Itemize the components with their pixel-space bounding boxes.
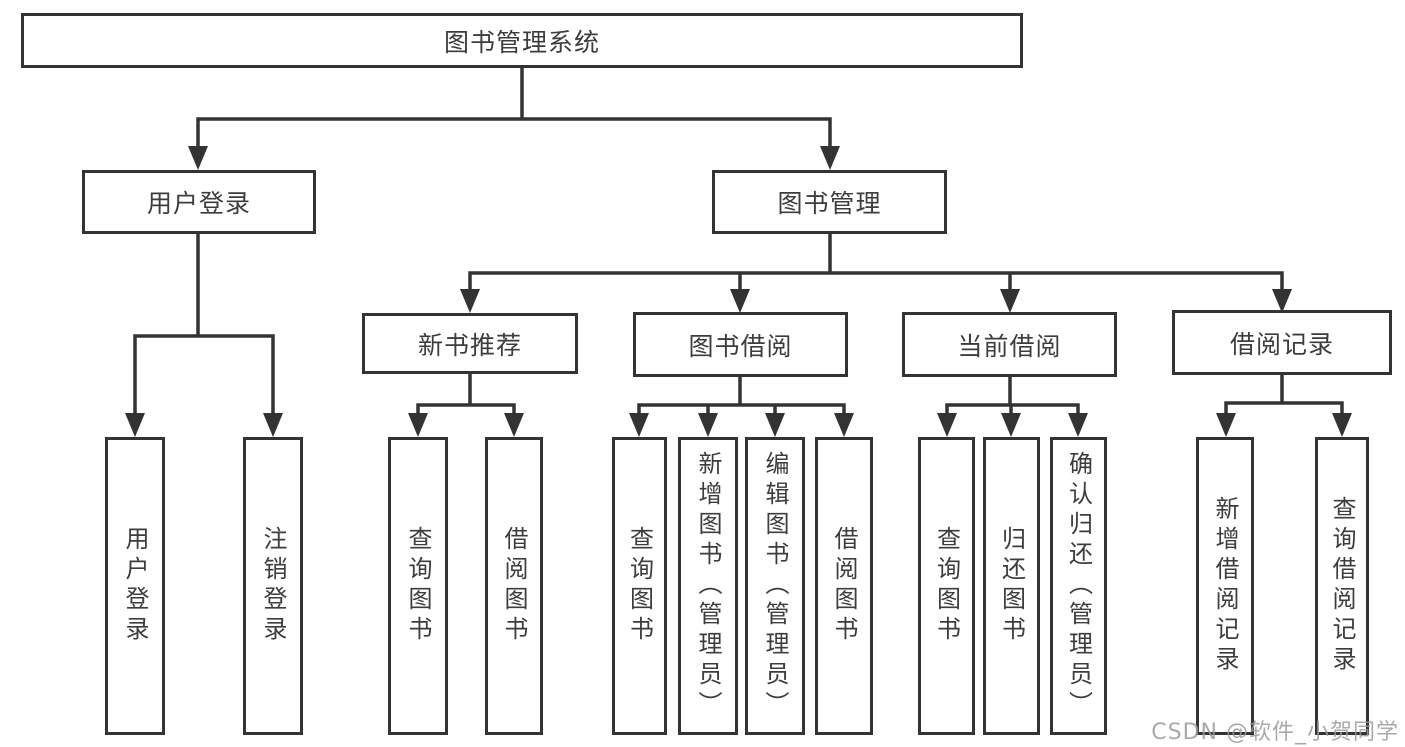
node-leaf-add-borrow-record-label: 新增借阅记录 [1211, 496, 1239, 676]
node-leaf-user-login: 用户登录 [105, 437, 165, 735]
node-new-book-recommend-label: 新书推荐 [417, 330, 522, 360]
node-leaf-confirm-return-admin: 确认归还（管理员） [1050, 437, 1107, 735]
node-root-label: 图书管理系统 [443, 27, 600, 57]
node-leaf-query-borrow-record-label: 查询借阅记录 [1328, 496, 1356, 676]
node-book-borrowing-label: 图书借阅 [688, 331, 793, 361]
node-leaf-query-books-recommend: 查询图书 [388, 437, 448, 735]
node-book-management-module: 图书管理 [712, 170, 947, 234]
node-current-borrowing-label: 当前借阅 [957, 331, 1062, 361]
node-leaf-query-books-current-label: 查询图书 [932, 526, 961, 646]
node-leaf-add-books-admin: 新增图书（管理员） [678, 437, 738, 735]
node-leaf-return-books-label: 归还图书 [997, 526, 1026, 646]
node-leaf-edit-books-admin-label: 编辑图书（管理员） [761, 451, 789, 721]
node-leaf-borrow-books-recommend-label: 借阅图书 [500, 526, 528, 646]
csdn-watermark: CSDN @软件_小贺同学 [1151, 720, 1399, 745]
node-leaf-borrow-books-label: 借阅图书 [830, 526, 858, 646]
node-leaf-user-login-label: 用户登录 [121, 526, 149, 646]
node-borrow-records: 借阅记录 [1172, 310, 1392, 375]
node-root-system: 图书管理系统 [21, 13, 1023, 68]
node-leaf-logout-label: 注销登录 [259, 526, 287, 646]
node-leaf-query-borrow-record: 查询借阅记录 [1315, 437, 1369, 735]
node-leaf-add-borrow-record: 新增借阅记录 [1196, 437, 1254, 735]
node-leaf-return-books: 归还图书 [983, 437, 1040, 735]
node-leaf-borrow-books: 借阅图书 [815, 437, 873, 735]
node-leaf-confirm-return-admin-label: 确认归还（管理员） [1064, 451, 1093, 721]
node-leaf-logout: 注销登录 [243, 437, 303, 735]
node-leaf-borrow-books-recommend: 借阅图书 [485, 437, 543, 735]
node-leaf-query-books-borrowing: 查询图书 [612, 437, 667, 735]
node-current-borrowing: 当前借阅 [902, 312, 1117, 377]
node-leaf-edit-books-admin: 编辑图书（管理员） [745, 437, 805, 735]
node-leaf-query-books-borrowing-label: 查询图书 [625, 526, 654, 646]
node-user-login-label: 用户登录 [146, 189, 251, 218]
node-book-management-label: 图书管理 [777, 189, 882, 218]
node-new-book-recommend: 新书推荐 [362, 313, 578, 374]
node-user-login-module: 用户登录 [82, 170, 316, 234]
node-borrow-records-label: 借阅记录 [1229, 329, 1334, 359]
node-leaf-query-books-recommend-label: 查询图书 [404, 526, 432, 646]
arrowheads [125, 146, 1352, 437]
node-leaf-add-books-admin-label: 新增图书（管理员） [694, 451, 722, 721]
node-book-borrowing: 图书借阅 [633, 312, 848, 377]
node-leaf-query-books-current: 查询图书 [918, 437, 975, 735]
